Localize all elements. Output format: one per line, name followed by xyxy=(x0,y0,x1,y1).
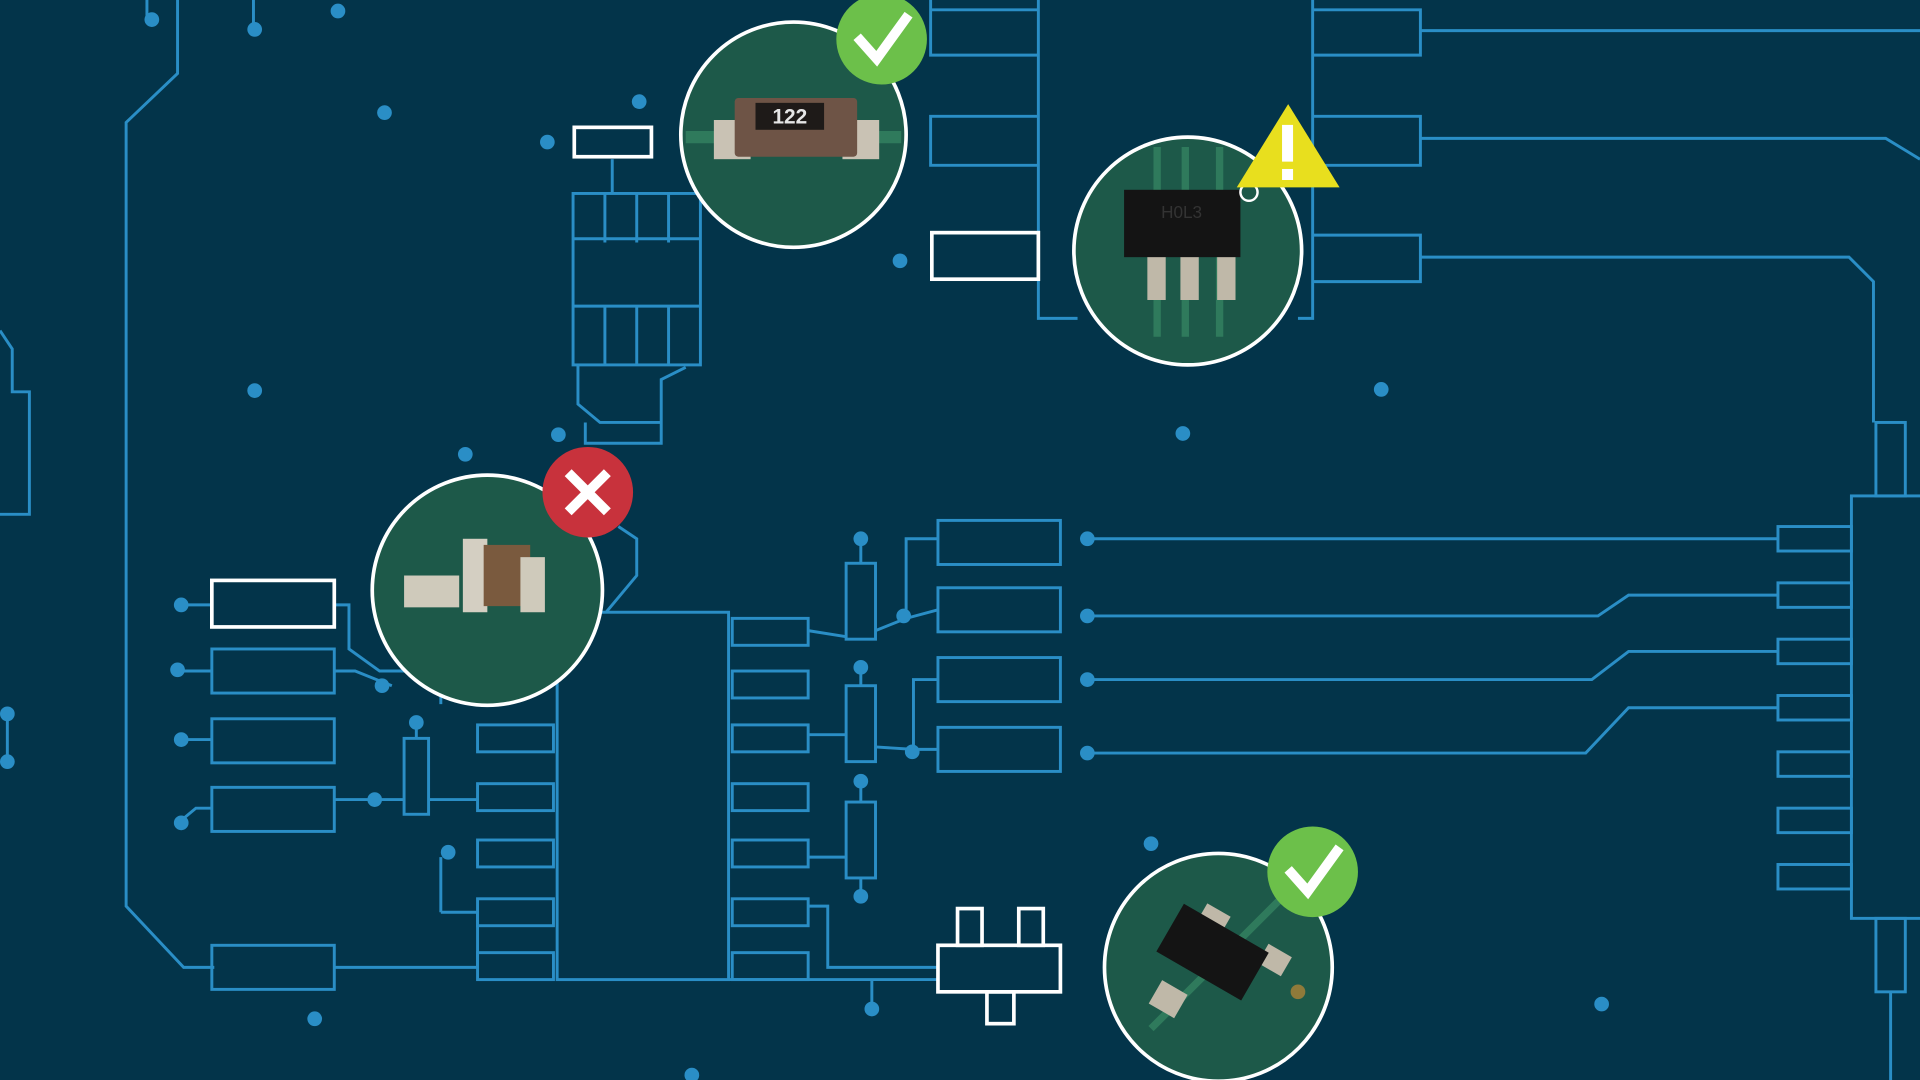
inspection-transistor[interactable] xyxy=(1102,826,1358,1080)
check-icon xyxy=(1267,826,1358,918)
highlighted-pads xyxy=(210,125,1063,1026)
ic-marking: H0L3 xyxy=(1161,202,1202,222)
check-icon xyxy=(836,0,927,85)
inspection-capacitor[interactable] xyxy=(370,446,634,708)
x-icon xyxy=(542,446,634,538)
inspection-resistor[interactable]: 122 xyxy=(678,0,927,250)
warning-icon xyxy=(1236,104,1340,188)
transistor-body xyxy=(1156,903,1269,1001)
vias xyxy=(0,3,1609,1080)
ic-body xyxy=(1124,189,1241,258)
resistor-marking: 122 xyxy=(772,106,807,129)
inspection-ic[interactable]: H0L3 xyxy=(1072,104,1340,367)
